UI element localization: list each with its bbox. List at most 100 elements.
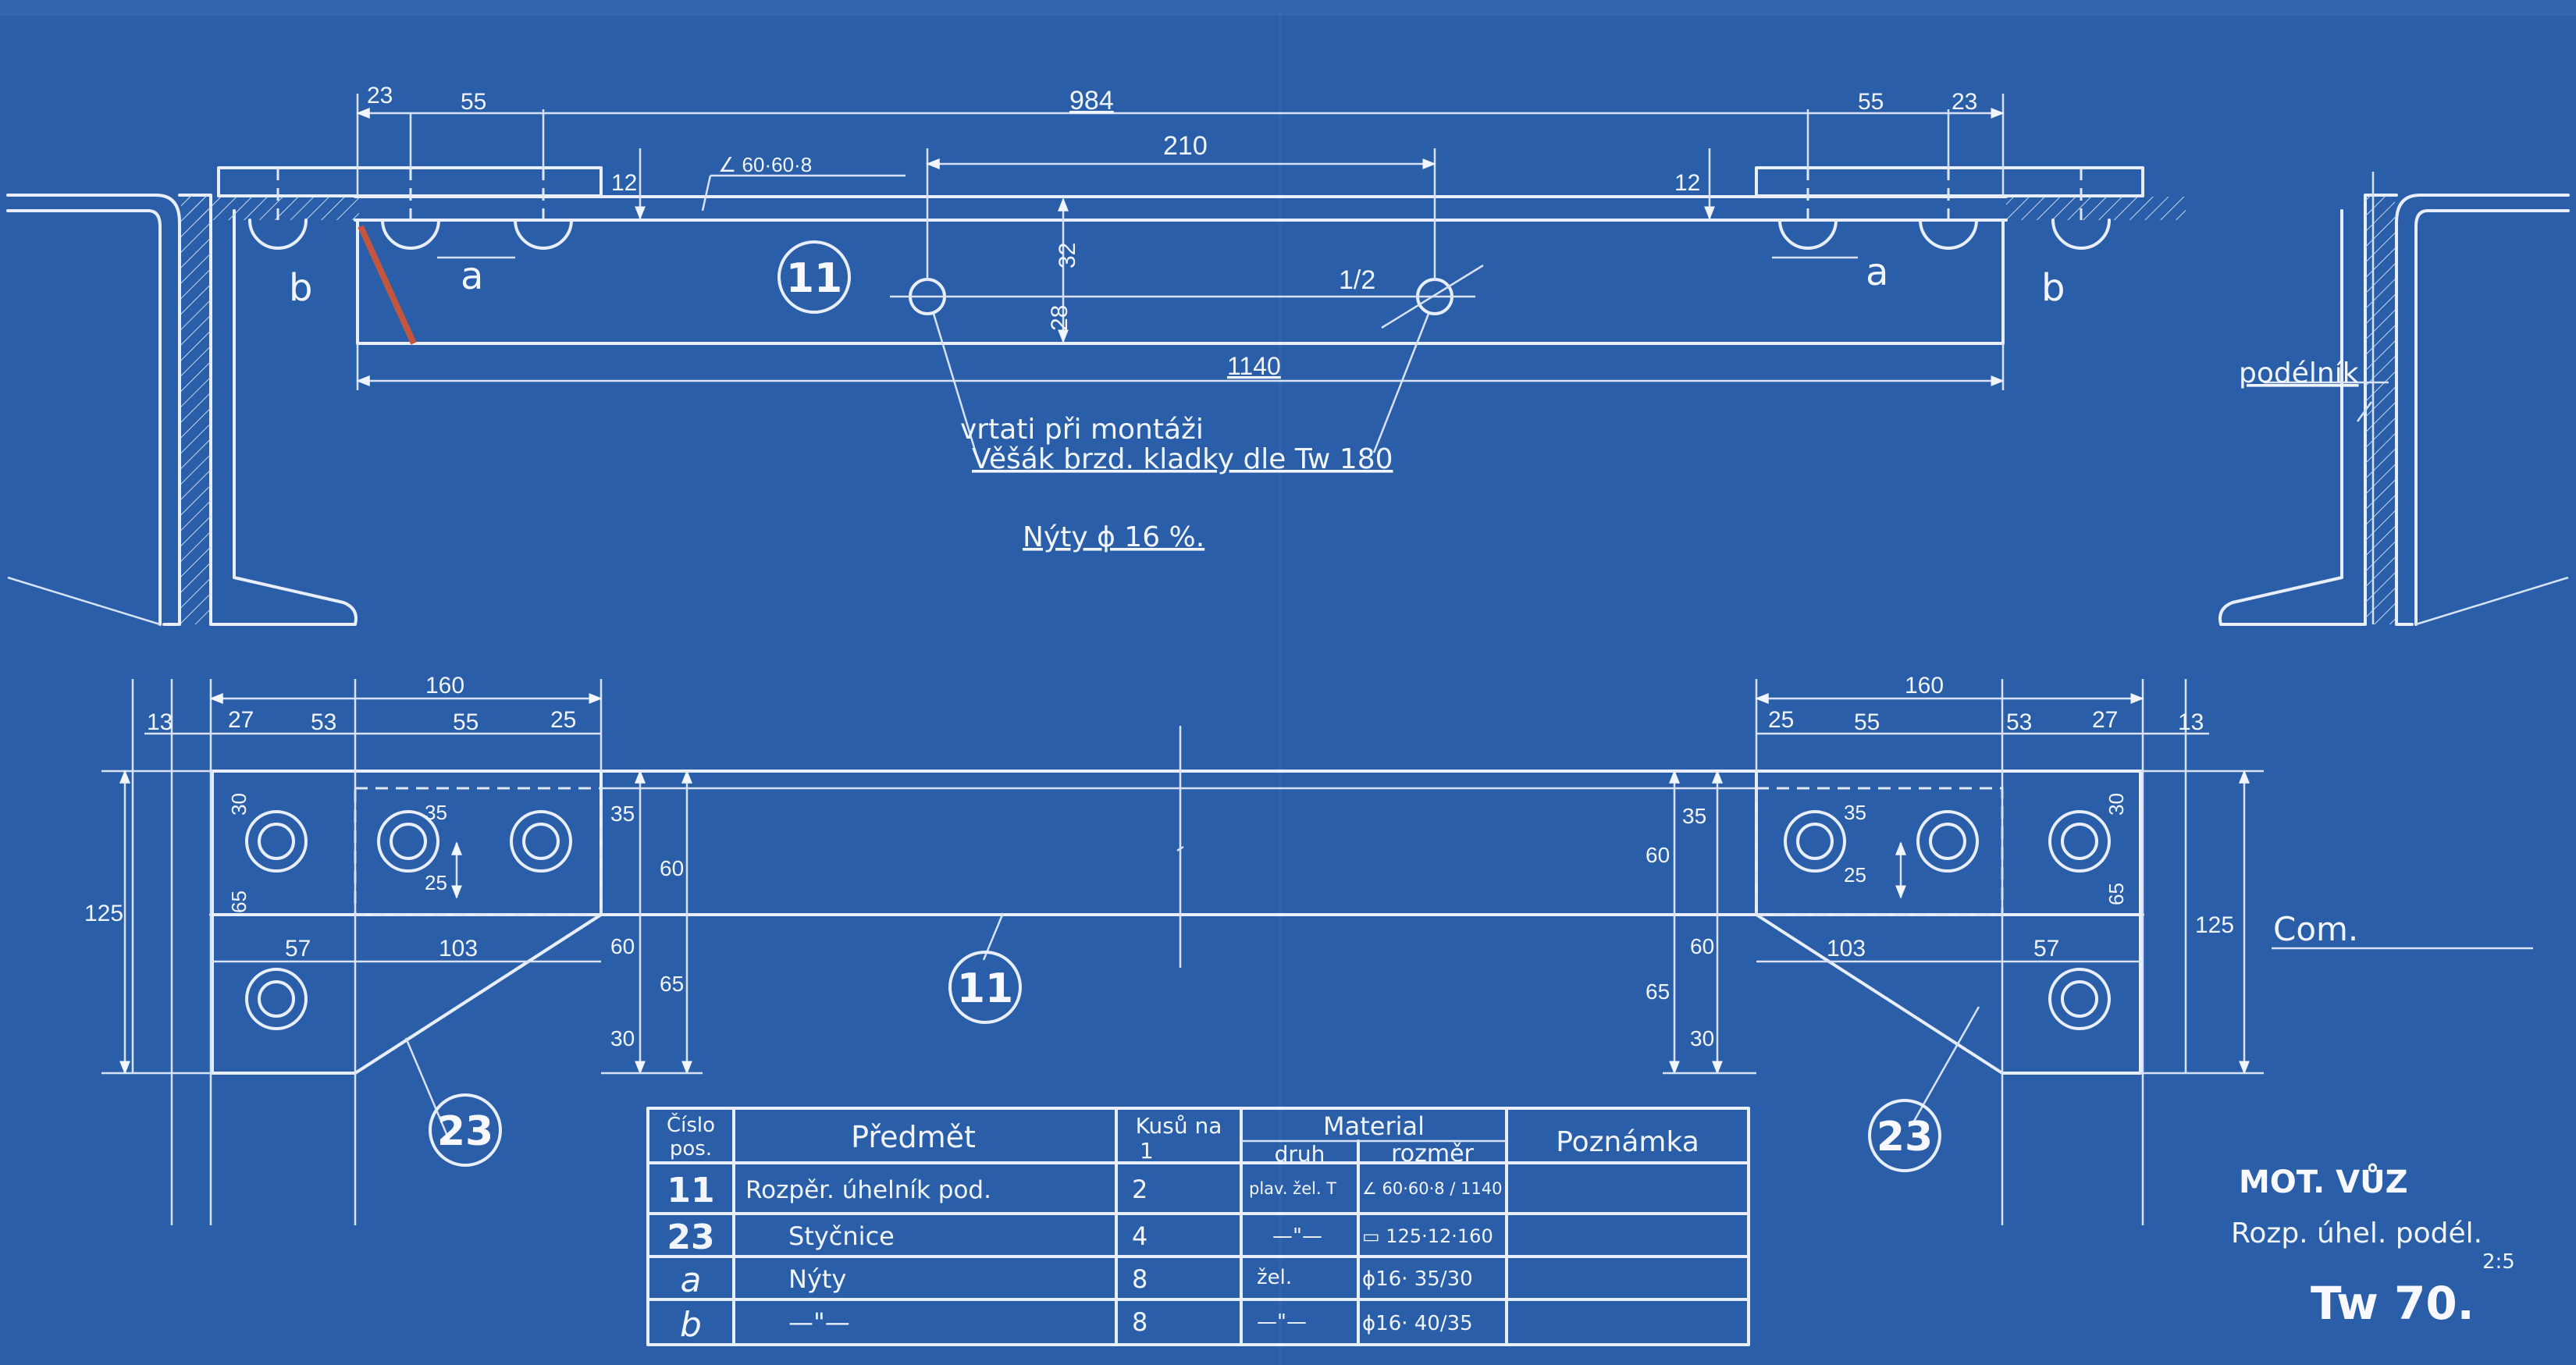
dim-57-left: 57 [285,936,311,962]
dim-55-plan-left: 55 [453,709,479,735]
title-block: MOT. VŮZ Rozp. úhel. podél. 2:5 Tw 70. [2231,1162,2515,1330]
row-2-qty: 4 [1132,1221,1147,1251]
dim-30-left-col: 30 [610,1026,635,1050]
th-qty-2: 1 [1140,1138,1154,1164]
dim-32: 32 [1055,243,1080,268]
row-4-size: ϕ16· 40/35 [1362,1312,1473,1335]
row-2-size: ▭ 125·12·160 [1362,1225,1493,1247]
dim-25-right-inner: 25 [1844,863,1866,887]
drawing-number: Tw 70. [2311,1277,2475,1330]
row-1-qty: 2 [1132,1175,1147,1204]
th-note: Poznámka [1556,1126,1699,1158]
note-brake-hanger: Věšák brzd. kladky dle Tw 180 [972,443,1393,475]
dim-12-left: 12 [611,170,637,196]
th-kind: druh [1275,1141,1325,1167]
dim-55-right: 55 [1858,89,1884,115]
row-3-qty: 8 [1132,1264,1147,1294]
row-3-pos: a [681,1260,702,1300]
label-podelnik: podélník [2239,357,2359,389]
dim-35-left-inner: 35 [425,801,447,824]
dim-57-right: 57 [2033,936,2059,962]
rivet-label-a-right: a [1866,251,1888,294]
title-description: Rozp. úhel. podél. [2231,1217,2482,1249]
dim-23-left: 23 [367,83,393,108]
position-23-right: 23 [1877,1114,1933,1161]
label-com: Com. [2273,910,2358,948]
note-rivets: Nýty ϕ 16 %. [1023,521,1204,553]
rivet-label-a-left: a [461,254,483,298]
row-3-size: ϕ16· 35/30 [1362,1267,1473,1291]
row-2-kind: —"— [1272,1225,1322,1248]
parts-table: Číslo pos. Předmět Kusů na 1 Material dr… [646,1107,1750,1346]
dim-53-right: 53 [2006,709,2032,735]
dim-55-left: 55 [461,89,486,115]
dim-28: 28 [1047,305,1073,331]
elevation-dim-texts: 23 55 984 55 23 210 12 12 ∠ 60·60·8 32 2… [367,83,1977,380]
th-item: Předmět [851,1120,976,1154]
elevation-labels: 11 a b a b vrtati při montáži Věšák brzd… [289,240,2359,553]
row-4-kind: —"— [1257,1310,1307,1334]
plan-view [101,679,2533,1225]
th-pos-2: pos. [670,1137,712,1161]
dim-160-left: 160 [425,673,464,698]
position-11-elevation: 11 [786,255,842,302]
dim-984: 984 [1069,86,1114,116]
dim-30-left: 30 [227,793,251,816]
dim-12-right: 12 [1674,170,1700,196]
th-material: Material [1323,1111,1425,1141]
dim-13-left: 13 [147,709,173,735]
th-qty-1: Kusů na [1136,1113,1222,1139]
dim-210: 210 [1163,131,1208,161]
dim-25-right: 25 [1768,707,1794,733]
plan-labels: 11 23 23 Com. [429,910,2358,1172]
dim-1140: 1140 [1227,352,1281,380]
dim-60-left-col-b: 60 [610,934,635,958]
dim-35-right-col: 35 [1682,804,1706,828]
dim-27-right: 27 [2092,707,2118,733]
row-4-item: —"— [788,1307,850,1337]
dim-30-right: 30 [2105,793,2128,816]
dim-35-right-inner: 35 [1844,801,1866,824]
dim-23-right: 23 [1952,89,1977,115]
rivet-label-b-right: b [2041,266,2065,310]
dim-55-plan-right: 55 [1854,709,1880,735]
row-1-size: ∠ 60·60·8 / 1140 [1362,1179,1503,1198]
dim-60-right-col-b: 60 [1690,934,1714,958]
dim-65-right-col: 65 [1646,979,1670,1004]
title-vehicle: MOT. VŮZ [2239,1162,2408,1200]
th-pos-1: Číslo [667,1112,715,1137]
row-4-qty: 8 [1132,1307,1147,1337]
note-drill-at-assembly: vrtati při montáži [960,414,1204,446]
dim-103-right: 103 [1827,936,1866,962]
dim-53-left: 53 [311,709,336,735]
dim-25-left-inner: 25 [425,871,447,894]
dim-60-right-col-a: 60 [1646,843,1670,867]
dim-30-right-col: 30 [1690,1026,1714,1050]
hole-size-label: 1/2 [1339,265,1375,295]
dim-60-left-col-a: 60 [660,856,684,880]
row-4-pos: b [680,1305,702,1345]
rivet-heads-right [1778,168,2111,250]
dim-65-right: 65 [2105,883,2128,905]
row-1-kind: plav. žel. T [1249,1179,1336,1198]
row-1-item: Rozpěr. úhelník pod. [745,1176,991,1204]
angle-profile-label: ∠ 60·60·8 [718,153,812,176]
row-2-item: Styčnice [788,1221,895,1251]
position-23-left: 23 [437,1108,493,1155]
dim-160-right: 160 [1905,673,1944,698]
row-1-pos: 11 [667,1171,714,1210]
position-11-plan: 11 [957,965,1013,1012]
dim-65-left-col: 65 [660,972,684,996]
dim-65-left: 65 [227,890,251,913]
dim-25-left: 25 [550,707,576,733]
row-3-item: Nýty [788,1264,846,1294]
rivet-label-b-left: b [289,266,312,310]
plan-rivets-right [1784,810,2111,1030]
dim-35-left-col: 35 [610,802,635,826]
th-size: rozměr [1391,1140,1474,1168]
row-3-kind: žel. [1257,1266,1292,1289]
dim-27-left: 27 [228,707,254,733]
title-scale: 2:5 [2482,1250,2515,1274]
